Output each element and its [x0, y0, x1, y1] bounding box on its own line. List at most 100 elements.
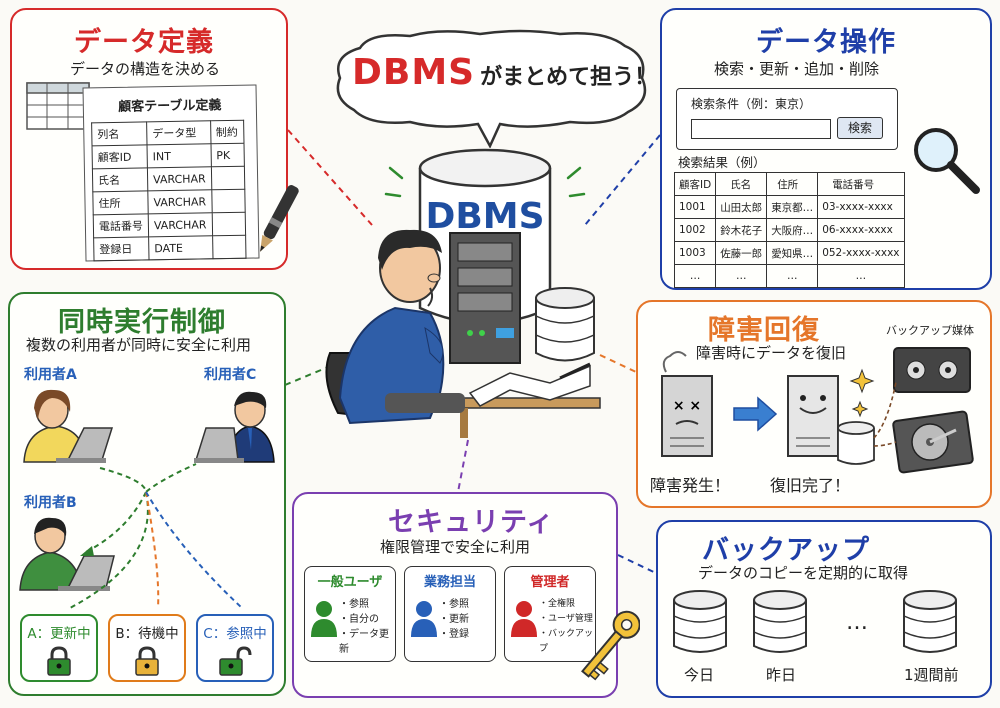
cell: 1001 — [673, 195, 717, 219]
magnifier-icon — [914, 128, 980, 194]
panel-title: データ定義 — [74, 27, 214, 58]
user-c-icon — [194, 391, 275, 463]
user-icon — [511, 601, 537, 637]
permission: ・データ更新 — [339, 629, 389, 655]
search-label: 検索条件（例：東京） — [691, 97, 812, 111]
panel-subtitle: 障害時にデータを復旧 — [696, 344, 847, 362]
lock-closed-icon — [135, 646, 159, 676]
cell: 電話番号 — [93, 213, 149, 238]
search-form: 検索条件（例：東京） 検索 — [676, 88, 898, 150]
user-a-label: 利用者A — [24, 367, 77, 383]
cell: … — [766, 264, 819, 288]
database-icon — [837, 421, 875, 465]
media-label: バックアップ媒体 — [886, 324, 974, 337]
person-engineer-icon — [338, 229, 465, 425]
panel-subtitle: 複数の利用者が同時に安全に利用 — [26, 336, 252, 354]
lock-closed-icon — [47, 646, 71, 676]
user-a-icon — [23, 389, 114, 463]
restored-server-icon — [787, 375, 839, 457]
speech-dbms: DBMS — [352, 52, 476, 93]
server-label: DBMS — [425, 196, 544, 237]
role-business-staff: 業務担当 ・参照 ・更新 ・登録 — [404, 566, 496, 662]
data-definition-panel: データ定義 データの構造を決める 顧客テーブル定義 列名 データ型 制約 顧客I… — [10, 8, 299, 270]
broken-server-icon: × × — [661, 351, 713, 457]
dbms-illustration: DBMS — [325, 148, 601, 438]
concurrency-illustration — [19, 389, 275, 609]
cell: 登録日 — [93, 236, 150, 261]
hard-disk-icon — [892, 410, 974, 474]
tape-drive-icon — [893, 347, 971, 393]
pen-icon — [260, 185, 299, 252]
role-name: 管理者 — [530, 575, 570, 590]
database-icon — [903, 590, 957, 653]
panel-subtitle: データのコピーを定期的に取得 — [698, 564, 909, 582]
panel-subtitle: データの構造を決める — [70, 60, 221, 78]
cell: 1002 — [673, 218, 717, 242]
result-label: 検索結果（例） — [678, 155, 766, 170]
cell: 佐藤一郎 — [715, 241, 768, 265]
role-permissions: ・参照 ・更新 ・登録 — [439, 597, 469, 642]
cell: DATE — [148, 235, 213, 260]
panel-title: セキュリティ — [388, 507, 555, 538]
role-general-user: 一般ユーザ ・参照 ・自分の ・データ更新 — [304, 566, 396, 662]
database-icon — [535, 287, 595, 362]
role-name: 一般ユーザ — [317, 575, 383, 590]
permission: ・参照 — [439, 599, 469, 610]
cell: … — [817, 264, 905, 288]
lock-status-b: B：待機中 — [108, 614, 186, 682]
cell — [212, 235, 246, 259]
cell — [211, 212, 246, 236]
col-header: 住所 — [766, 172, 819, 196]
table-title: 顧客テーブル定義 — [118, 98, 222, 115]
permission: ・ユーザ管理 — [539, 614, 593, 624]
user-c-label: 利用者C — [204, 367, 257, 383]
col-header: 列名 — [91, 121, 148, 146]
cell — [210, 166, 245, 190]
permission: ・自分の — [339, 614, 379, 625]
panel-title: バックアップ — [702, 535, 870, 566]
cell: 03-xxxx-xxxx — [817, 195, 905, 219]
role-name: 業務担当 — [423, 575, 476, 590]
user-b-icon — [19, 517, 115, 591]
speech-text: DBMS がまとめて担う！ — [352, 52, 656, 93]
failure-label: 障害発生！ — [650, 476, 731, 495]
database-icon — [673, 590, 727, 653]
permission: ・参照 — [339, 599, 369, 610]
recovery-illustration: × × — [661, 347, 974, 474]
speech-rest: がまとめて担う！ — [480, 65, 657, 90]
speech-bubble — [336, 29, 647, 148]
security-panel: セキュリティ 権限管理で安全に利用 一般ユーザ ・参照 ・自分の ・データ更新 … — [292, 492, 618, 698]
table-row: ………… — [673, 264, 905, 288]
recovery-panel: 障害回復 障害時にデータを復旧 バックアップ媒体 × × — [636, 300, 992, 508]
concurrency-panel: 同時実行制御 複数の利用者が同時に安全に利用 利用者A 利用者C 利用者B — [8, 292, 286, 696]
cell: 愛知県… — [766, 241, 819, 265]
backup-label-today: 今日 — [684, 666, 715, 684]
spreadsheet-icon — [26, 82, 90, 130]
user-icon — [311, 601, 337, 637]
lock-status-a: A：更新中 — [20, 614, 98, 682]
arrow-right-icon — [733, 396, 778, 432]
user-b-label: 利用者B — [24, 495, 77, 511]
backup-panel: バックアップ データのコピーを定期的に取得 今日 昨日 … 1週間前 — [656, 520, 992, 698]
key-icon — [581, 610, 640, 681]
col-header: 制約 — [210, 120, 244, 144]
restored-label: 復旧完了！ — [770, 476, 851, 495]
role-permissions: ・全権限 ・ユーザ管理 ・バックアップ — [539, 597, 595, 657]
search-button[interactable]: 検索 — [837, 117, 883, 139]
cell: 1003 — [673, 241, 717, 265]
role-administrator: 管理者 ・全権限 ・ユーザ管理 ・バックアップ — [504, 566, 596, 662]
data-operation-panel: データ操作 検索・更新・追加・削除 検索条件（例：東京） 検索 検索結果（例） … — [660, 8, 992, 290]
search-input[interactable] — [691, 119, 831, 139]
cell: 大阪府… — [766, 218, 819, 242]
server-tower-icon — [449, 232, 521, 364]
backup-label-week: 1週間前 — [904, 666, 959, 684]
lock-open-icon — [219, 646, 252, 676]
cell: PK — [210, 143, 244, 167]
cell: VARCHAR — [148, 212, 213, 237]
